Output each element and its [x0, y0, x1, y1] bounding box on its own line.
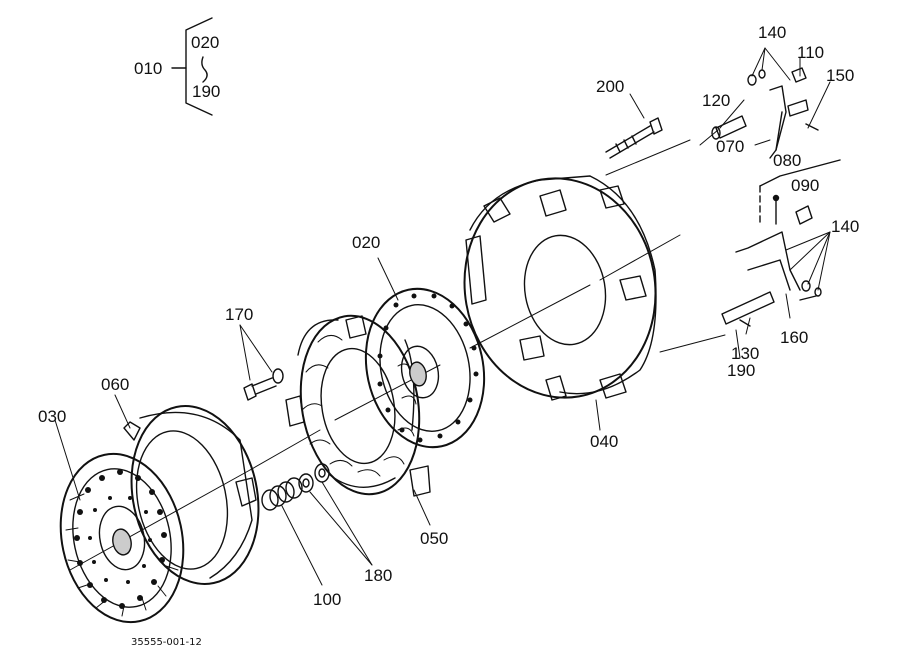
label-010: 010: [134, 59, 163, 78]
label-140-top: 140: [758, 23, 787, 42]
label-160: 160: [780, 328, 809, 347]
label-190-group: 190: [192, 82, 221, 101]
label-100: 100: [313, 590, 342, 609]
label-040: 040: [590, 432, 619, 451]
label-060: 060: [101, 375, 130, 394]
label-190: 190: [727, 361, 756, 380]
upper-linkage: [711, 67, 819, 159]
label-180: 180: [364, 566, 393, 585]
group-bracket: [171, 17, 213, 116]
clutch-disc: [59, 452, 185, 624]
label-070: 070: [716, 137, 745, 156]
clutch-housing: [463, 175, 657, 401]
label-130: 130: [731, 344, 760, 363]
label-050: 050: [420, 529, 449, 548]
label-200: 200: [596, 77, 625, 96]
center-axis: [69, 234, 681, 571]
pressure-plate: [123, 405, 260, 585]
bolt-170: [243, 368, 284, 401]
clutch-disc-020: [364, 287, 486, 449]
leader-lines: [54, 47, 831, 586]
label-020-group: 020: [191, 33, 220, 52]
label-150: 150: [826, 66, 855, 85]
label-090: 090: [791, 176, 820, 195]
figure-id: 35555-001-12: [131, 637, 202, 648]
lower-linkage: [721, 159, 841, 327]
label-140-mid: 140: [831, 217, 860, 236]
long-bolt-200: [605, 117, 663, 159]
label-170: 170: [225, 305, 254, 324]
label-080: 080: [773, 151, 802, 170]
label-120: 120: [702, 91, 731, 110]
label-020: 020: [352, 233, 381, 252]
pressure-spring: [261, 477, 303, 511]
label-110: 110: [797, 43, 825, 62]
label-030: 030: [38, 407, 67, 426]
